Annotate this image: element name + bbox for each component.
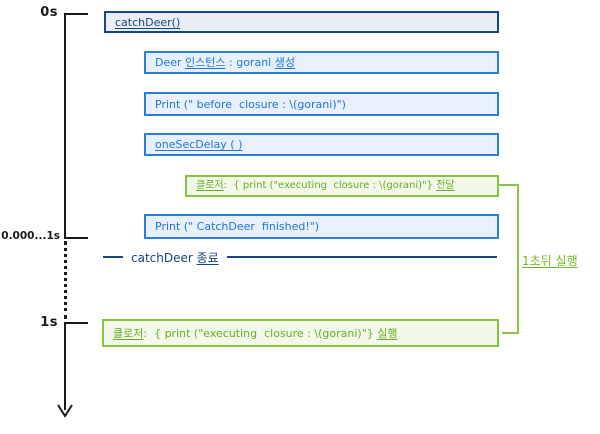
bracket-top-segment xyxy=(499,184,519,186)
box-print-before-closure: Print (" before closure : \(gorani)") xyxy=(144,92,499,116)
box-one-sec-delay: oneSecDelay ( ) xyxy=(144,133,499,156)
box-one-sec-delay-label: oneSecDelay ( ) xyxy=(155,138,243,151)
delay-annotation-label: 1초뒤 실행 xyxy=(522,254,578,268)
box-closure-pass-label: 클로저 xyxy=(196,180,224,191)
box-closure-pass: 클로저: { print ("executing closure : \(gor… xyxy=(185,175,499,197)
box-catchdeer-call-label: catchDeer() xyxy=(115,15,181,29)
tick-1s xyxy=(64,322,88,324)
tick-0s xyxy=(64,13,88,15)
end-line-left-dash xyxy=(103,256,123,258)
timeline-arrow-icon xyxy=(57,404,73,418)
box-print-finished: Print (" CatchDeer finished!") xyxy=(144,214,499,239)
bracket-vertical-segment xyxy=(517,184,519,334)
bracket-bottom-segment xyxy=(502,332,519,334)
box-deer-instance: Deer 인스턴스 : gorani 생성 xyxy=(144,51,499,74)
timeline-axis-dotted xyxy=(64,241,67,319)
catchdeer-end-label: catchDeer 종료 xyxy=(131,250,219,265)
box-deer-instance-label: Deer xyxy=(155,56,186,69)
box-closure-execute: 클로저: { print ("executing closure : \(gor… xyxy=(102,319,499,347)
timeline-label-mid: 0.000...1s xyxy=(1,230,60,242)
timeline-axis-solid-bottom xyxy=(64,322,66,410)
end-line-right-dash xyxy=(226,256,497,258)
catchdeer-end-row: catchDeer 종료 xyxy=(103,249,497,265)
box-catchdeer-call: catchDeer() xyxy=(104,11,499,33)
box-print-before-closure-label: Print (" before closure : \(gorani)") xyxy=(155,97,346,111)
box-closure-execute-label: 클로저 xyxy=(113,326,144,340)
tick-mid xyxy=(64,237,88,239)
box-print-finished-label: Print (" CatchDeer finished!") xyxy=(155,220,320,233)
timeline-label-1s: 1s xyxy=(40,315,58,330)
timeline-label-0s: 0s xyxy=(40,5,58,20)
timeline-axis-solid-top xyxy=(64,13,66,239)
